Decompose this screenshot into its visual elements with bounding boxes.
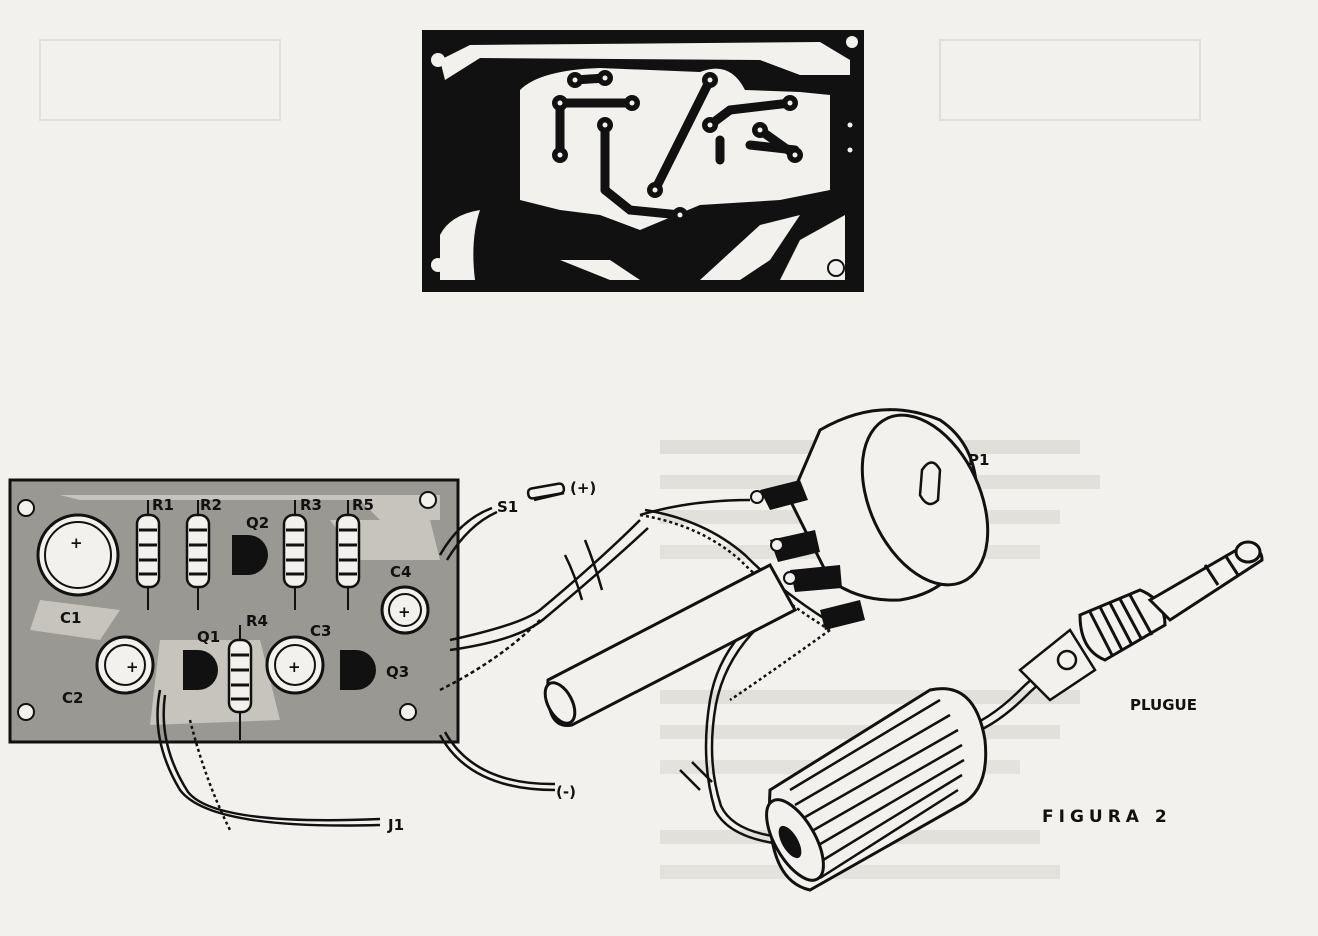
figure-caption: FIGURA 2 xyxy=(1042,807,1172,827)
label-positive: (+) xyxy=(570,479,596,497)
label-q1: Q1 xyxy=(197,628,220,646)
resistor-r3 xyxy=(282,500,308,610)
label-r5: R5 xyxy=(352,496,374,514)
label-plugue: PLUGUE xyxy=(1130,696,1197,714)
resistor-r4 xyxy=(227,625,253,740)
c1-polarity-mark: + xyxy=(70,534,83,552)
label-negative: (-) xyxy=(556,783,576,801)
resistor-r5 xyxy=(335,500,361,610)
pcb-component-side: + + + + xyxy=(8,478,460,744)
plug xyxy=(765,540,1264,892)
capacitor-c2: + xyxy=(95,635,155,695)
pcb-copper-layout xyxy=(422,30,864,292)
label-r3: R3 xyxy=(300,496,322,514)
c3-polarity-mark: + xyxy=(288,658,301,676)
label-p1: P1 xyxy=(968,451,989,469)
resistor-r1 xyxy=(135,500,161,610)
label-c1: C1 xyxy=(60,609,81,627)
c2-polarity-mark: + xyxy=(126,658,139,676)
transistor-q2 xyxy=(232,535,268,575)
label-j1: J1 xyxy=(387,816,404,834)
potentiometer-p1 xyxy=(543,408,990,727)
label-c4: C4 xyxy=(390,563,411,581)
label-r1: R1 xyxy=(152,496,174,514)
capacitor-c4: + xyxy=(380,585,430,635)
cable-break-mark xyxy=(563,539,713,791)
switch-s1 xyxy=(526,482,566,500)
c4-polarity-mark: + xyxy=(398,603,411,621)
capacitor-c3: + xyxy=(265,635,325,695)
transistor-q1 xyxy=(183,650,218,690)
label-c2: C2 xyxy=(62,689,83,707)
label-c3: C3 xyxy=(310,622,331,640)
label-q2: Q2 xyxy=(246,514,269,532)
transistor-q3 xyxy=(340,650,376,690)
wiring xyxy=(156,486,1067,847)
label-s1: S1 xyxy=(497,498,518,516)
label-q3: Q3 xyxy=(386,663,409,681)
label-r4: R4 xyxy=(246,612,268,630)
capacitor-c1: + xyxy=(36,513,120,597)
resistor-r2 xyxy=(185,500,211,610)
label-r2: R2 xyxy=(200,496,222,514)
